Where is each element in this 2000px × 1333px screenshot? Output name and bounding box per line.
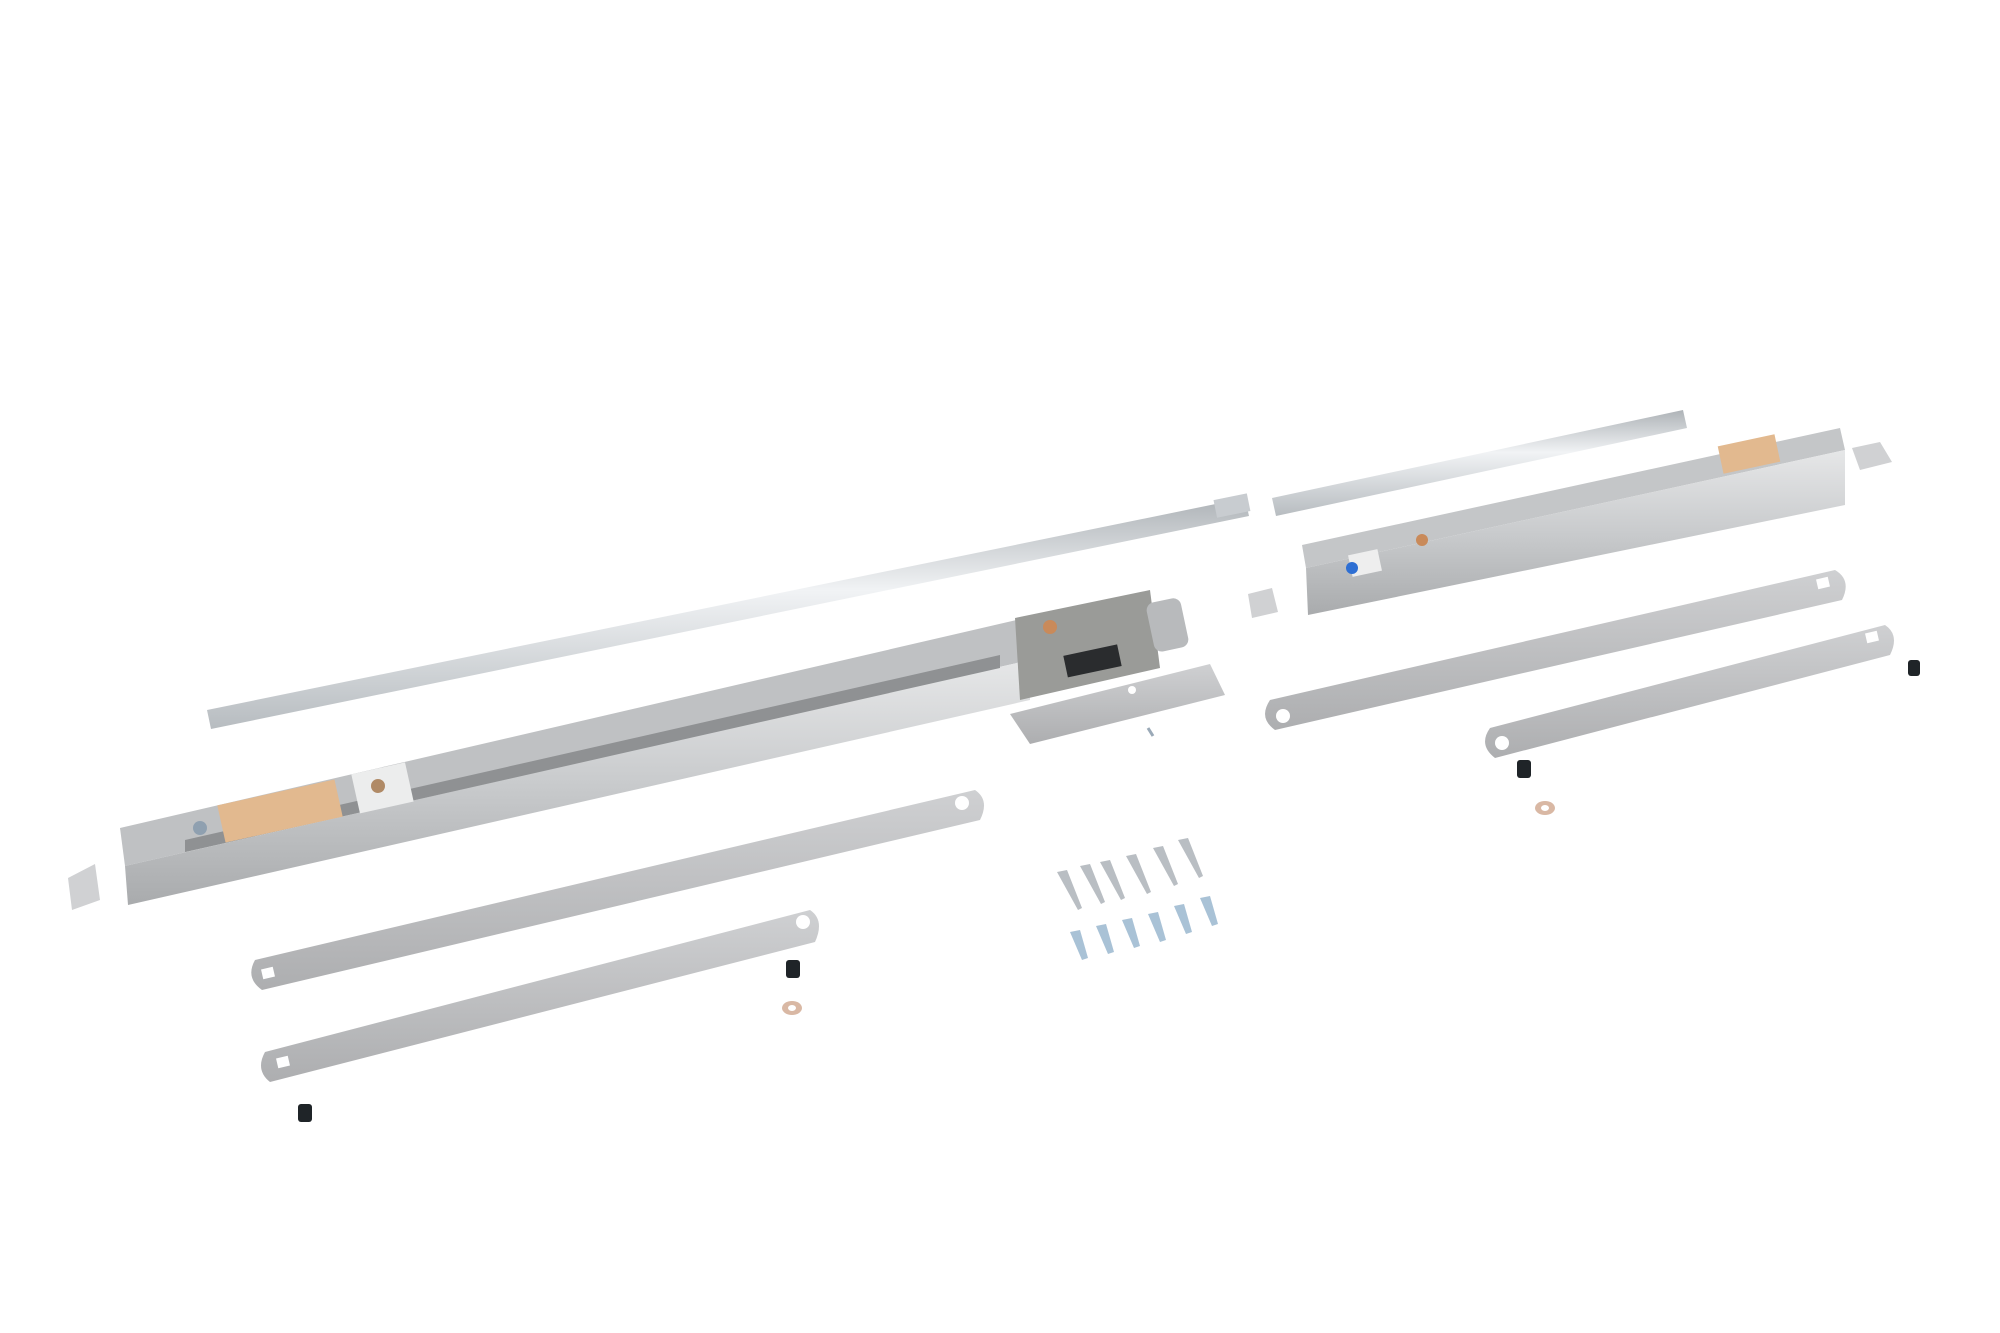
right-short-arm (1485, 625, 1894, 758)
machine-screws-x6 (1070, 896, 1218, 960)
mounting-plate (1010, 664, 1225, 744)
right-connecting-rod (1272, 410, 1687, 516)
right-long-arm (1265, 570, 1846, 730)
left-short-arm (261, 910, 819, 1082)
left-slide-rail-with-felt (120, 618, 1030, 905)
left-long-arm (251, 790, 985, 990)
right-slide-rail-with-felt (1302, 428, 1845, 615)
felt-pad (1717, 434, 1781, 474)
washers (782, 801, 1555, 1015)
black-spindle-bolts (298, 660, 1920, 1122)
right-end-cap-small (1248, 588, 1278, 618)
right-end-cap-top (1852, 442, 1892, 470)
left-end-cap (68, 864, 100, 910)
wood-screws-x6 (1057, 838, 1203, 910)
left-connecting-rod (207, 493, 1251, 729)
felt-pad (217, 779, 343, 843)
closer-mechanism-block (1015, 590, 1189, 700)
